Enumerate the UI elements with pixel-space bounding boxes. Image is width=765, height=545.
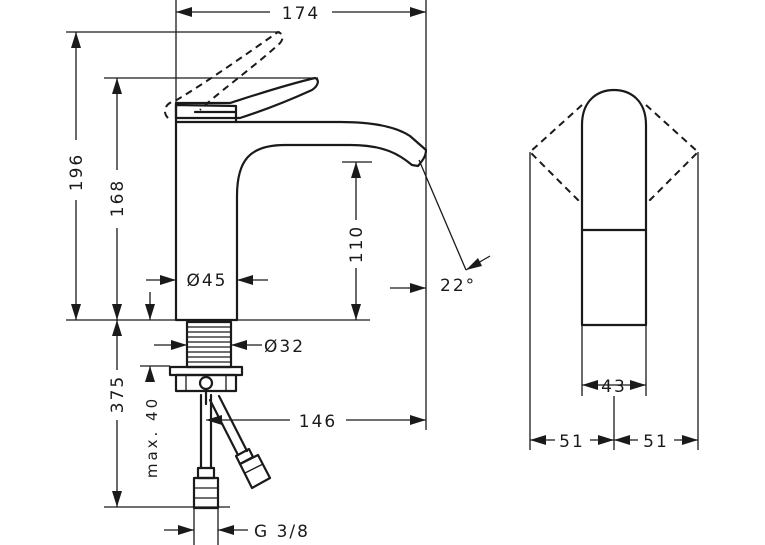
dim-375-label: 375 bbox=[108, 375, 128, 413]
angle-22-label: 22° bbox=[440, 276, 476, 296]
dim-168-label: 168 bbox=[108, 179, 128, 217]
dim-diameter-45-label: Ø45 bbox=[186, 271, 227, 291]
mounting-nut bbox=[168, 365, 244, 406]
dim-43-label: 43 bbox=[601, 377, 627, 397]
front-body bbox=[580, 88, 648, 327]
dim-196-label: 196 bbox=[67, 153, 87, 191]
dim-146-label: 146 bbox=[299, 412, 337, 432]
threaded-shank bbox=[185, 320, 233, 369]
dim-110-label: 110 bbox=[347, 225, 367, 263]
connection-g38-label: G 3/8 bbox=[254, 522, 310, 542]
faucet-body bbox=[174, 103, 428, 322]
flex-hoses bbox=[192, 393, 272, 510]
dim-diameter-32-label: Ø32 bbox=[264, 337, 305, 357]
lever-alt-position bbox=[163, 31, 284, 119]
lever-handle bbox=[174, 76, 319, 120]
dim-51-right-label: 51 bbox=[643, 432, 669, 452]
front-view: 43 51 51 bbox=[529, 88, 699, 452]
side-view: 174 196 168 110 bbox=[66, 0, 491, 545]
dim-max40-label: max. 40 bbox=[143, 396, 161, 478]
handle-swing-left bbox=[529, 104, 583, 201]
handle-swing-right bbox=[645, 104, 699, 201]
dim-174-label: 174 bbox=[282, 4, 320, 24]
dim-51-left-label: 51 bbox=[559, 432, 585, 452]
